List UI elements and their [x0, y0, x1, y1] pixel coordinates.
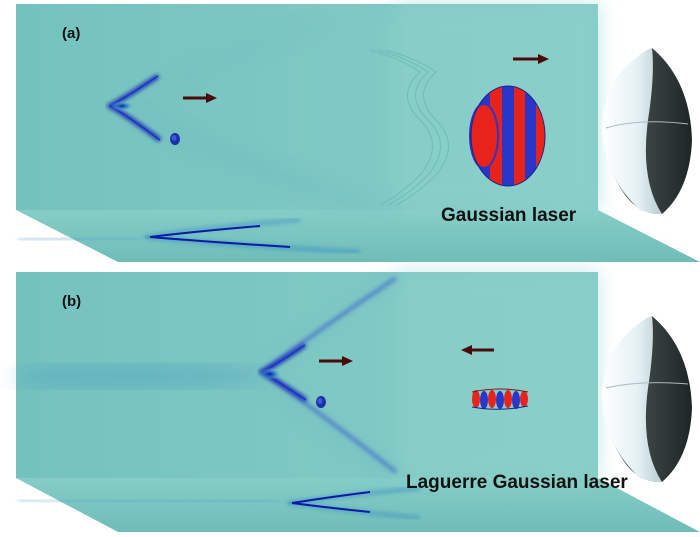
- wake-b: [18, 276, 398, 474]
- arrow-left-icon: [461, 345, 494, 355]
- arrow-right-icon: [513, 54, 549, 64]
- panel-b: (b) Laguerre Gaussian laser: [16, 272, 700, 532]
- wake-a: [18, 6, 395, 208]
- parabolic-mirror-icon: [602, 48, 692, 215]
- density-ripples-a: [369, 49, 449, 206]
- panel-label-b: (b): [62, 293, 81, 310]
- arrow-right-icon: [183, 93, 217, 103]
- gaussian-laser-pulse: [469, 85, 546, 187]
- electron-bunch-b: [316, 396, 326, 408]
- floor-wake-a: [17, 218, 361, 254]
- floor-plane-b: [16, 478, 700, 532]
- electron-bunch-a: [170, 133, 180, 145]
- laser-label-a: Gaussian laser: [441, 205, 577, 226]
- floor-plane-a: [16, 210, 700, 262]
- parabolic-mirror-icon: [602, 316, 692, 483]
- arrow-right-icon: [319, 356, 353, 366]
- laguerre-gaussian-laser-pulse: [471, 388, 529, 410]
- panel-label-a: (a): [62, 25, 80, 42]
- laser-label-b: Laguerre Gaussian laser: [406, 472, 628, 493]
- panel-a: (a) Gaussian laser: [16, 4, 700, 262]
- floor-wake-b: [17, 486, 421, 520]
